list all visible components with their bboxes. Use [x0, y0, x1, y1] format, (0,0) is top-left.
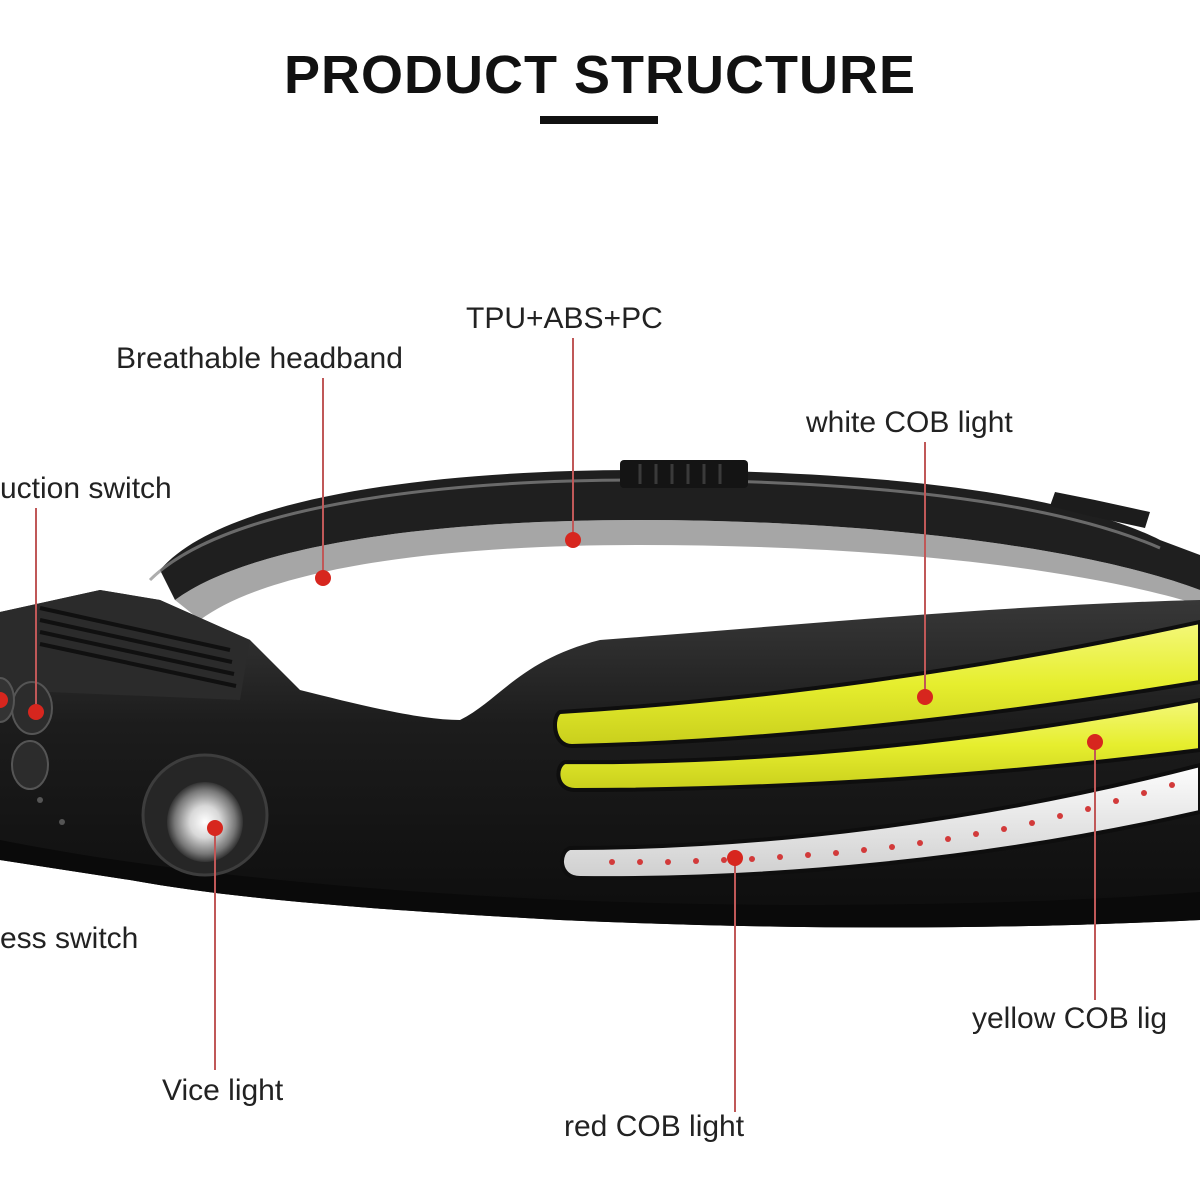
marker-vice-light [207, 820, 223, 836]
marker-material [565, 532, 581, 548]
callout-label-red-cob: red COB light [564, 1110, 745, 1143]
page-title: PRODUCT STRUCTURE [284, 45, 916, 105]
marker-white-cob [917, 689, 933, 705]
callout-label-headband: Breathable headband [116, 342, 403, 375]
marker-induction-switch [28, 704, 44, 720]
marker-yellow-cob [1087, 734, 1103, 750]
vice-light-lens [141, 753, 269, 877]
cob-strips [553, 619, 1200, 881]
callout-label-press-switch: ess switch [0, 922, 139, 955]
callout-markers [0, 532, 1103, 866]
marker-red-cob [727, 850, 743, 866]
title-underline [540, 116, 658, 124]
callout-label-vice-light: Vice light [162, 1074, 284, 1107]
buckle [620, 460, 1150, 528]
marker-press-switch [0, 692, 8, 708]
callout-label-material: TPU+ABS+PC [466, 302, 663, 335]
leader-lines [35, 338, 1096, 1112]
callout-label-white-cob: white COB light [806, 406, 1013, 439]
callout-label-yellow-cob: yellow COB lig [972, 1002, 1168, 1035]
callout-label-induction-switch: uction switch [0, 472, 172, 505]
headband-ring [148, 470, 1200, 620]
marker-headband [315, 570, 331, 586]
